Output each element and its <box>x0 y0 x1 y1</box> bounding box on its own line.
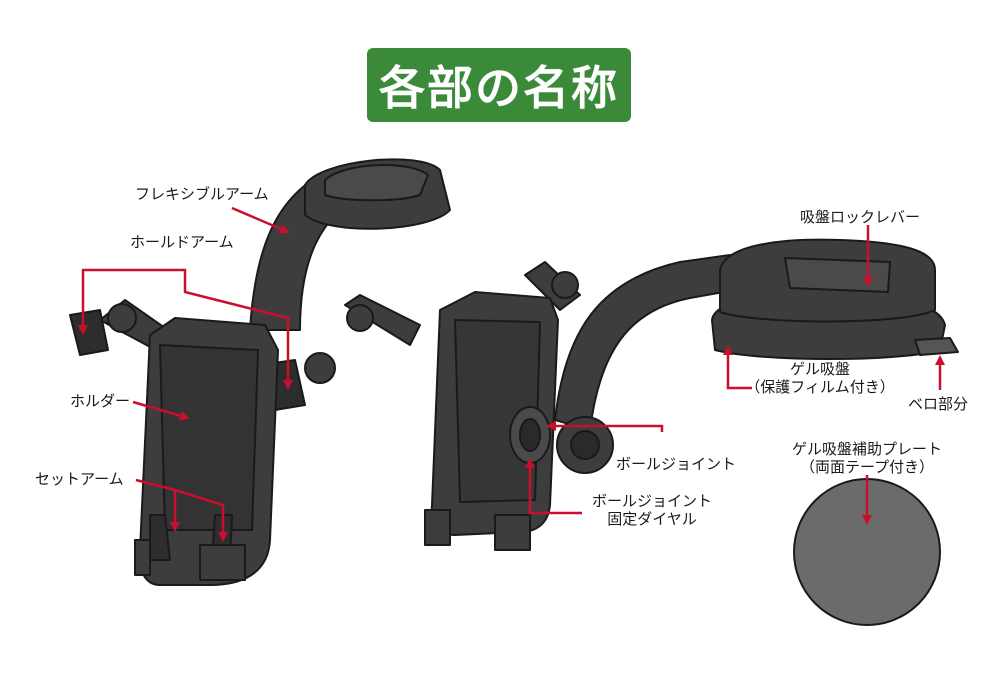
left-mount-illustration <box>69 158 451 586</box>
label-gel-suction-line1: ゲル吸盤 <box>789 360 850 378</box>
arrow-flexible-arm <box>231 206 290 234</box>
arrow-holder <box>132 400 190 421</box>
arrow-ball-joint-dial <box>525 458 582 515</box>
label-hold-arm: ホールドアーム <box>130 233 234 251</box>
arrow-hold-arm <box>81 268 293 390</box>
bellows-tab <box>914 337 959 356</box>
label-flexible-arm: フレキシブルアーム <box>135 185 269 203</box>
suction-cup-right-illustration <box>711 238 959 360</box>
label-ball-joint: ボールジョイント <box>616 455 737 473</box>
title-badge: 各部の名称 <box>367 48 631 122</box>
label-ball-joint-dial-line1: ボールジョイント <box>591 492 712 510</box>
callout-arrows <box>78 206 945 542</box>
label-ball-joint-dial-line2: 固定ダイヤル <box>607 510 697 528</box>
label-assist-plate: ゲル吸盤補助プレート （両面テープ付き） <box>787 440 947 476</box>
label-set-arm: セットアーム <box>35 470 124 488</box>
label-assist-plate-line2: （両面テープ付き） <box>799 458 935 476</box>
label-gel-suction-line2: （保護フィルム付き） <box>745 378 895 396</box>
label-gel-suction: ゲル吸盤 （保護フィルム付き） <box>745 360 895 396</box>
arrow-ball-joint <box>546 421 664 432</box>
label-suction-lock-lever: 吸盤ロックレバー <box>800 208 921 226</box>
arrow-gel-suction <box>723 345 752 390</box>
lock-lever-shape <box>784 257 891 293</box>
middle-flexible-arm <box>554 254 736 431</box>
label-holder: ホルダー <box>70 392 131 410</box>
middle-mount-illustration <box>344 254 736 551</box>
label-bellows: ベロ部分 <box>908 395 969 413</box>
page-title: 各部の名称 <box>379 61 619 115</box>
hold-arm-left-clip <box>69 309 109 356</box>
label-assist-plate-line1: ゲル吸盤補助プレート <box>791 440 942 458</box>
label-ball-joint-dial: ボールジョイント 固定ダイヤル <box>582 492 722 528</box>
